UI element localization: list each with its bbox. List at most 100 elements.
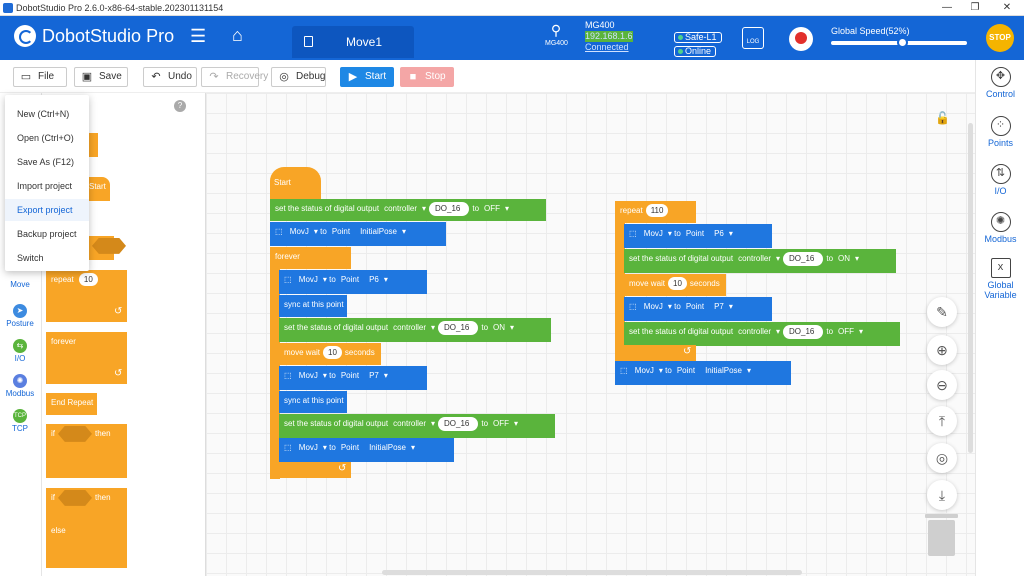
panel-io[interactable]: ⇅I/O bbox=[976, 164, 1024, 196]
controller-dropdown[interactable]: controller bbox=[738, 326, 771, 336]
forever-block[interactable]: forever bbox=[270, 247, 351, 269]
state-dropdown[interactable]: ON bbox=[838, 253, 851, 263]
lock-icon[interactable]: 🔓 bbox=[935, 111, 950, 125]
menu-open[interactable]: Open (Ctrl+O) bbox=[17, 133, 74, 143]
controller-dropdown[interactable]: controller bbox=[393, 418, 426, 428]
menu-export-project[interactable]: Export project bbox=[5, 199, 89, 221]
robot-status[interactable]: ⚲ MG400 bbox=[545, 20, 568, 47]
state-dropdown[interactable]: OFF bbox=[838, 326, 855, 336]
menu-save-as[interactable]: Save As (F12) bbox=[17, 157, 75, 167]
do-dropdown[interactable]: DO_16 bbox=[438, 320, 479, 335]
start-hat-block[interactable]: Start bbox=[270, 167, 321, 199]
move-mode-dropdown[interactable]: MovJ bbox=[298, 274, 318, 284]
do-dropdown[interactable]: DO_16 bbox=[783, 324, 824, 339]
vertical-scrollbar[interactable] bbox=[968, 123, 973, 453]
connection-link[interactable]: Connected bbox=[585, 42, 629, 52]
move-mode-dropdown[interactable]: MovJ bbox=[634, 365, 654, 375]
tab-move1[interactable]: Move1 bbox=[292, 26, 414, 58]
sync-block-2[interactable]: sync at this point bbox=[279, 391, 347, 413]
global-speed-slider[interactable] bbox=[831, 37, 967, 48]
move-mode-dropdown[interactable]: MovJ bbox=[298, 370, 318, 380]
category-modbus[interactable]: ✺Modbus bbox=[0, 374, 40, 398]
trash-icon[interactable] bbox=[925, 514, 958, 556]
category-posture[interactable]: ➤Posture bbox=[0, 304, 40, 328]
do-dropdown[interactable]: DO_16 bbox=[783, 251, 824, 266]
debug-button[interactable]: ◎Debug bbox=[271, 67, 326, 87]
menu-icon[interactable]: ☰ bbox=[190, 26, 207, 46]
palette-repeat-count[interactable]: 10 bbox=[78, 273, 98, 287]
point-dropdown[interactable]: InitialPose bbox=[705, 365, 742, 375]
do-dropdown[interactable]: DO_16 bbox=[438, 416, 479, 431]
center-icon[interactable]: ◎ bbox=[927, 443, 957, 473]
file-button[interactable]: ▭File bbox=[13, 67, 67, 87]
category-move[interactable]: Move bbox=[0, 280, 40, 289]
scroll-top-icon[interactable]: ⤒ bbox=[927, 406, 957, 436]
emergency-stop-button[interactable]: STOP bbox=[986, 24, 1014, 52]
palette-forever-block[interactable]: forever↺ bbox=[46, 332, 127, 384]
wait-seconds-input[interactable]: 10 bbox=[668, 277, 687, 291]
wait-seconds-input[interactable]: 10 bbox=[323, 346, 342, 360]
move-mode-dropdown[interactable]: MovJ bbox=[643, 301, 663, 311]
category-io[interactable]: ⇆I/O bbox=[0, 339, 40, 363]
move-mode-dropdown[interactable]: MovJ bbox=[298, 442, 318, 452]
edit-icon[interactable]: ✎ bbox=[927, 297, 957, 327]
point-dropdown[interactable]: P7 bbox=[714, 301, 724, 311]
palette-block-fragment[interactable] bbox=[88, 133, 98, 157]
panel-modbus[interactable]: ✺Modbus bbox=[976, 212, 1024, 244]
controller-dropdown[interactable]: controller bbox=[384, 203, 417, 213]
point-dropdown[interactable]: InitialPose bbox=[360, 226, 397, 236]
zoom-out-icon[interactable]: ⊖ bbox=[927, 370, 957, 400]
repeat-count-input[interactable]: 110 bbox=[645, 204, 669, 218]
do-dropdown[interactable]: DO_16 bbox=[429, 201, 470, 216]
point-dropdown[interactable]: P6 bbox=[369, 274, 379, 284]
help-icon[interactable]: ? bbox=[174, 100, 186, 112]
alarm-icon[interactable] bbox=[789, 27, 813, 51]
menu-new[interactable]: New (Ctrl+N) bbox=[17, 109, 70, 119]
move-mode-dropdown[interactable]: MovJ bbox=[289, 226, 309, 236]
stop-button[interactable]: ■Stop bbox=[400, 67, 454, 87]
panel-control[interactable]: ✥Control bbox=[976, 67, 1024, 99]
palette-end-repeat-block[interactable]: End Repeat bbox=[46, 393, 97, 415]
horizontal-scrollbar[interactable] bbox=[382, 570, 802, 575]
speed-slider-knob[interactable] bbox=[896, 37, 908, 48]
state-dropdown[interactable]: OFF bbox=[493, 418, 510, 428]
minimize-button[interactable]: — bbox=[942, 2, 952, 13]
download-icon[interactable]: ⤓ bbox=[927, 480, 957, 510]
save-button[interactable]: ▣Save bbox=[74, 67, 128, 87]
controller-dropdown[interactable]: controller bbox=[393, 322, 426, 332]
controller-dropdown[interactable]: controller bbox=[738, 253, 771, 263]
zoom-in-icon[interactable]: ⊕ bbox=[927, 335, 957, 365]
point-dropdown[interactable]: InitialPose bbox=[369, 442, 406, 452]
home-icon[interactable]: ⌂ bbox=[232, 25, 243, 45]
palette-repeat-block[interactable]: repeat 10↺ bbox=[46, 270, 127, 322]
log-button[interactable]: LOG bbox=[742, 27, 764, 49]
menu-switch[interactable]: Switch bbox=[17, 253, 44, 263]
panel-points[interactable]: ⁘Points bbox=[976, 116, 1024, 148]
close-button[interactable]: ✕ bbox=[1002, 2, 1012, 13]
state-dropdown[interactable]: OFF bbox=[484, 203, 501, 213]
undo-button[interactable]: ↶Undo bbox=[143, 67, 197, 87]
start-button[interactable]: ▶Start bbox=[340, 67, 394, 87]
palette-condition-block[interactable] bbox=[84, 236, 126, 260]
recovery-button[interactable]: ↷Recovery bbox=[201, 67, 268, 87]
maximize-button[interactable]: ❐ bbox=[970, 2, 980, 13]
move-mode-dropdown[interactable]: MovJ bbox=[643, 228, 663, 238]
